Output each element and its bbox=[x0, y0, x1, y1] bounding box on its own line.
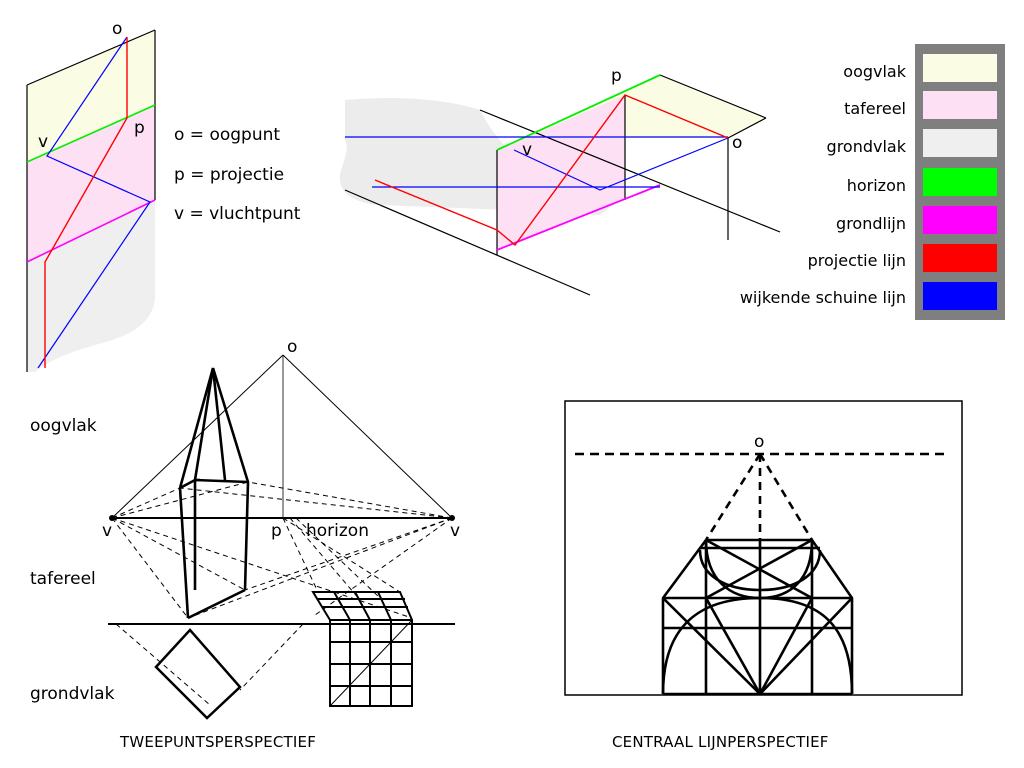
label-o: o bbox=[754, 432, 765, 452]
receding-line bbox=[37, 36, 151, 369]
oogvlak-edge-back bbox=[727, 117, 767, 139]
eye-ray-right bbox=[282, 354, 453, 519]
grondlijn-line bbox=[26, 199, 156, 263]
legend-label-horizon: horizon bbox=[846, 176, 906, 195]
legend-label-wijkende-schuine-lijn: wijkende schuine lijn bbox=[739, 288, 906, 307]
legend-label-projectie-lijn: projectie lijn bbox=[807, 251, 906, 270]
label-o: o bbox=[732, 133, 743, 153]
receding-line-diag bbox=[513, 137, 729, 191]
ground-line-2 bbox=[479, 109, 781, 233]
label-o: o bbox=[287, 337, 298, 357]
label-v-right: v bbox=[450, 521, 461, 541]
swatch-grondlijn bbox=[923, 206, 997, 234]
tafereel-plane bbox=[27, 105, 155, 262]
legend-label-grondvlak: grondvlak bbox=[826, 137, 906, 156]
horizon-line bbox=[26, 104, 156, 163]
label-v: v bbox=[38, 132, 49, 152]
swatch-horizon bbox=[923, 168, 997, 196]
swatch-tafereel bbox=[923, 91, 997, 119]
label-p: p bbox=[271, 521, 282, 541]
oogvlak-edge-right bbox=[659, 74, 767, 119]
label-v: v bbox=[522, 140, 533, 160]
eye-ray-left bbox=[111, 354, 284, 519]
label-p: p bbox=[611, 66, 622, 86]
oogvlak-plane bbox=[27, 30, 155, 162]
label-tafereel: tafereel bbox=[30, 569, 96, 589]
swatch-projectie-lijn bbox=[923, 244, 997, 272]
label-grondvlak: grondvlak bbox=[30, 684, 115, 704]
legend-label-oogvlak: oogvlak bbox=[843, 62, 906, 81]
label-horizon: horizon bbox=[306, 521, 369, 541]
legend-label-grondlijn: grondlijn bbox=[836, 214, 906, 233]
legend-label-tafereel: tafereel bbox=[844, 99, 906, 118]
grondlijn-line bbox=[496, 184, 661, 251]
swatch-grondvlak bbox=[923, 129, 997, 157]
ground-rectangle bbox=[154, 628, 242, 720]
top-edge bbox=[26, 29, 156, 86]
swatch-wijkende-schuine-lijn bbox=[923, 282, 997, 310]
projection-line bbox=[44, 37, 128, 368]
label-v-left: v bbox=[102, 521, 113, 541]
label-oogvlak: oogvlak bbox=[30, 416, 97, 436]
ground-line-1 bbox=[344, 189, 591, 296]
definition-oogpunt: o = oogpunt bbox=[174, 125, 281, 145]
projection-line bbox=[374, 94, 729, 247]
color-legend bbox=[915, 44, 1005, 320]
caption-tweepuntsperspectief: TWEEPUNTSPERSPECTIEF bbox=[120, 733, 317, 751]
label-p: p bbox=[134, 118, 145, 138]
caption-centraal-lijnperspectief: CENTRAAL LIJNPERSPECTIEF bbox=[612, 733, 829, 751]
definition-vluchtpunt: v = vluchtpunt bbox=[174, 204, 301, 224]
label-o: o bbox=[112, 19, 123, 39]
definition-projectie: p = projectie bbox=[174, 165, 285, 185]
swatch-oogvlak bbox=[923, 54, 997, 82]
